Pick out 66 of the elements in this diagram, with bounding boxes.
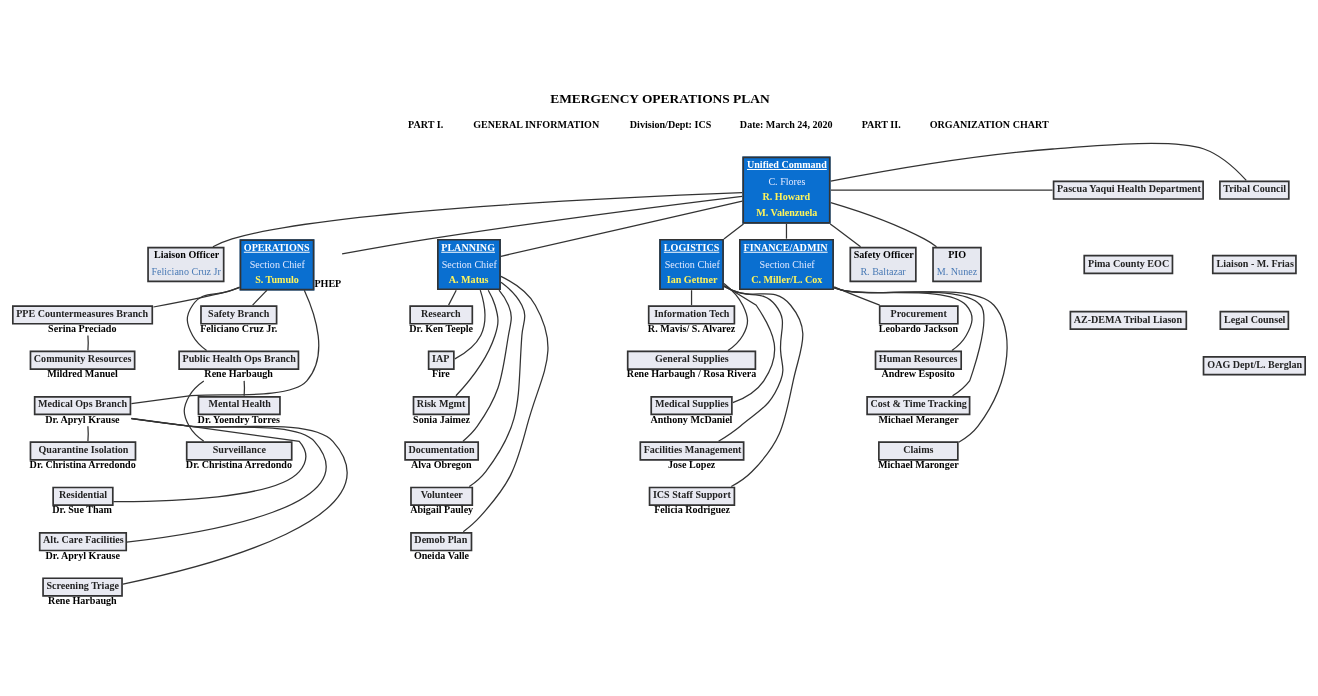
connector (468, 281, 526, 487)
node-label: Michael Maronger (878, 458, 959, 470)
connector (186, 285, 241, 351)
label: Date: March 24, 2020 (739, 118, 833, 130)
node-label: Serina Preciado (48, 322, 117, 334)
connector (152, 286, 241, 308)
connector (122, 417, 348, 585)
node-label: Sonia Jaimez (413, 413, 470, 424)
connector (829, 222, 862, 247)
connector (130, 289, 320, 404)
label: PART I. (408, 118, 444, 130)
connector (87, 425, 89, 442)
connector (212, 191, 743, 247)
connector (341, 195, 743, 255)
node-label: Alva Obregon (410, 458, 472, 470)
connector (833, 286, 985, 396)
node-label: Jose Lopez (668, 458, 716, 470)
node-label: Dr. Apryl Krause (45, 413, 120, 424)
label: ORGANIZATION CHART (929, 118, 1049, 130)
node-label: Dr. Sue Tham (52, 503, 112, 515)
node-label: Rene Harbaugh (48, 594, 117, 606)
connector (447, 289, 457, 306)
node-label: Michael Meranger (878, 413, 959, 424)
connector (717, 284, 784, 442)
node-label: Dr. Christina Arredondo (185, 458, 292, 470)
connector (833, 286, 973, 351)
node-label: Andrew Esposito (881, 367, 955, 379)
connector (462, 289, 512, 442)
connector (833, 285, 881, 306)
node-label: Dr. Christina Arredondo (29, 458, 136, 470)
connector (87, 334, 89, 351)
node-label: Rene Harbaugh / Rosa Rivera (626, 367, 757, 379)
connector (126, 417, 327, 543)
connector (500, 200, 743, 257)
connector (183, 379, 205, 442)
node-label: Leobardo Jackson (878, 322, 959, 334)
connector (723, 284, 776, 403)
connector (454, 289, 486, 359)
node-label: Dr. Apryl Krause (45, 549, 120, 561)
connector (830, 201, 938, 247)
connector (723, 285, 804, 487)
label: PART II. (861, 118, 901, 130)
node-label: Felicia Rodriguez (654, 503, 731, 515)
node-label: Oneida Valle (413, 549, 470, 561)
connector (723, 282, 749, 351)
node-label: Dr. Yoendry Torres (197, 413, 280, 424)
node-label: R. Mavis/ S. Alvarez (647, 322, 736, 334)
node-label: Rene Harbaugh (204, 367, 273, 379)
node-label: Abigail Pauley (410, 503, 474, 515)
connector (112, 417, 307, 502)
connector (252, 289, 268, 306)
diagram-title: EMERGENCY OPERATIONS PLAN (550, 90, 770, 106)
label: Division/Dept: ICS (629, 118, 712, 130)
connector (833, 286, 1008, 443)
label: GENERAL INFORMATION (473, 118, 600, 130)
connector (723, 222, 745, 240)
node-label: Fire (431, 367, 450, 379)
connector (455, 289, 499, 396)
connector (830, 142, 1247, 182)
node-label: Mildred Manuel (47, 367, 118, 379)
connector (830, 189, 1054, 191)
node-label: Anthony McDaniel (650, 413, 733, 424)
node-label: Feliciano Cruz Jr. (200, 322, 278, 334)
node-label: PHEP (314, 277, 342, 289)
node-label: Dr. Ken Teeple (409, 322, 474, 334)
connector (462, 275, 549, 532)
